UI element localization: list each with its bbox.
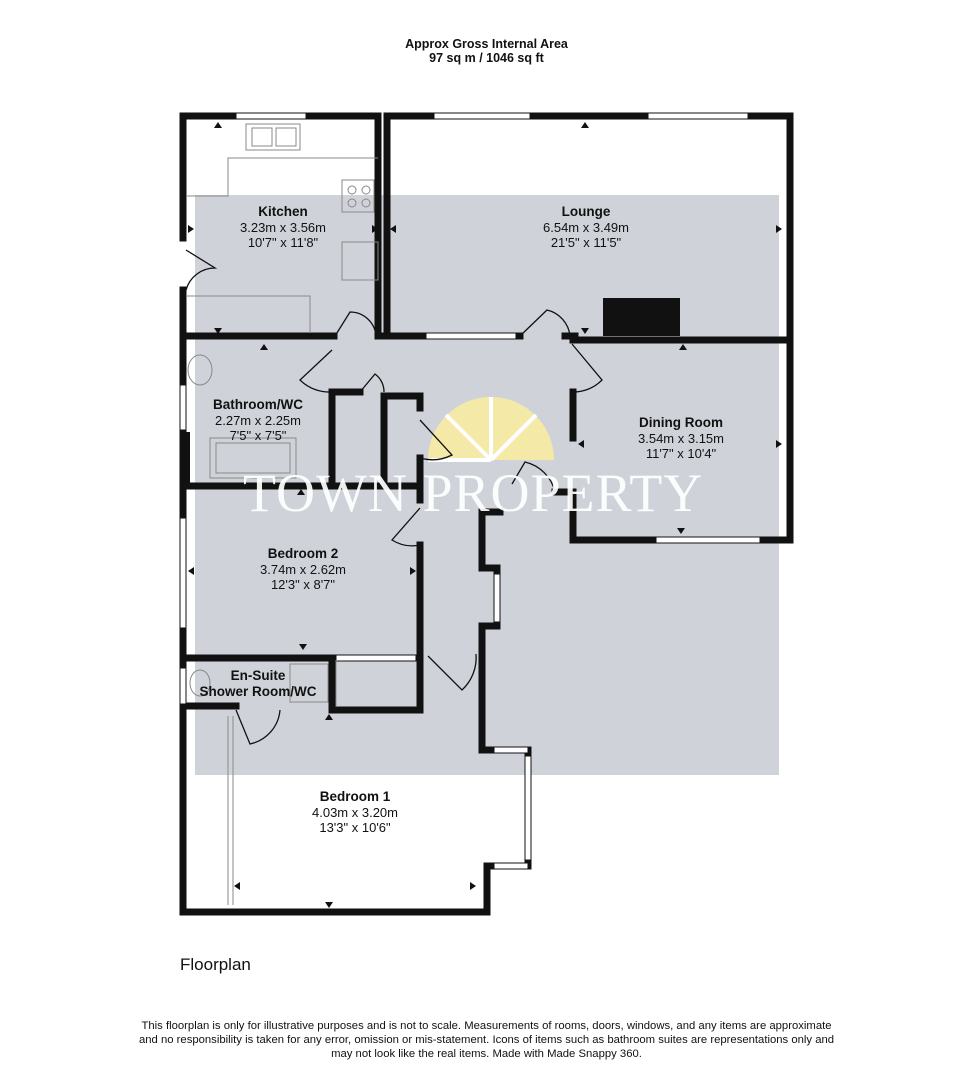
room-dining-metric: 3.54m x 3.15m: [638, 430, 724, 446]
fireplace: [603, 298, 680, 336]
room-kitchen-name: Kitchen: [258, 204, 308, 219]
area-size: 97 sq m / 1046 sq ft: [429, 51, 544, 65]
room-ensuite-name-1: En-Suite: [230, 668, 286, 683]
room-kitchen-imperial: 10'7" x 11'8": [247, 235, 319, 250]
room-bedroom-1: Bedroom 1 4.03m x 3.20m 13'3" x 10'6": [312, 789, 398, 836]
room-dining: Dining Room 3.54m x 3.15m 11'7" x 10'4": [638, 415, 724, 462]
disclaimer-line-2: and no responsibility is taken for any e…: [138, 1034, 835, 1046]
windows: [179, 112, 761, 870]
bathroom-fittings: [187, 354, 337, 905]
room-dining-name: Dining Room: [639, 415, 723, 430]
room-bathroom: Bathroom/WC 2.27m x 2.25m 7'5" x 7'5": [213, 397, 303, 444]
room-bedroom-1-name: Bedroom 1: [319, 789, 391, 804]
room-bedroom-2-metric: 3.74m x 2.62m: [260, 561, 346, 577]
disclaimer-line-1: This floorplan is only for illustrative …: [141, 1020, 832, 1032]
room-ensuite: En-Suite Shower Room/WC: [200, 668, 317, 699]
room-bedroom-2-name: Bedroom 2: [267, 546, 339, 561]
room-lounge: Lounge 6.54m x 3.49m 21'5" x 11'5": [543, 204, 629, 251]
watermark-logo: TOWN PROPERTY: [243, 463, 704, 523]
area-header: Approx Gross Internal Area 97 sq m / 104…: [0, 37, 973, 65]
room-bedroom-2: Bedroom 2 3.74m x 2.62m 12'3" x 8'7": [260, 546, 346, 593]
room-bathroom-name: Bathroom/WC: [213, 397, 303, 412]
room-kitchen-metric: 3.23m x 3.56m: [240, 219, 326, 235]
room-ensuite-name-2: Shower Room/WC: [199, 683, 317, 699]
room-dining-imperial: 11'7" x 10'4": [645, 446, 717, 461]
room-lounge-metric: 6.54m x 3.49m: [543, 219, 629, 235]
room-bedroom-1-metric: 4.03m x 3.20m: [312, 804, 398, 820]
room-lounge-imperial: 21'5" x 11'5": [550, 235, 622, 250]
kitchen-units: [186, 123, 379, 333]
room-lounge-name: Lounge: [561, 204, 611, 219]
door-swings: [185, 249, 603, 745]
disclaimer-line-3: may not look like the real items. Made w…: [331, 1048, 642, 1060]
dimension-arrows: [188, 122, 782, 908]
chimney-block: [180, 432, 190, 484]
disclaimer: This floorplan is only for illustrative …: [0, 1019, 973, 1061]
room-bedroom-2-imperial: 12'3" x 8'7": [270, 577, 336, 592]
area-title: Approx Gross Internal Area: [405, 37, 568, 51]
room-bedroom-1-imperial: 13'3" x 10'6": [319, 820, 391, 835]
room-bathroom-metric: 2.27m x 2.25m: [215, 412, 301, 428]
floorplan-caption: Floorplan: [180, 955, 251, 974]
room-bathroom-imperial: 7'5" x 7'5": [229, 428, 287, 443]
room-kitchen: Kitchen 3.23m x 3.56m 10'7" x 11'8": [240, 204, 326, 251]
